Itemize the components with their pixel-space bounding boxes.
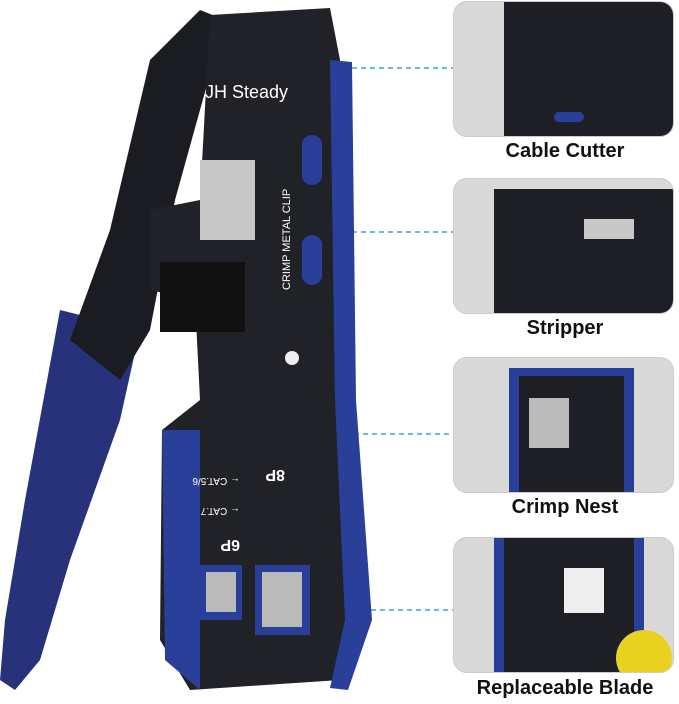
die-8p: 8P [265,466,285,483]
inset-cable-cutter [453,1,674,137]
callout-label-stripper: Stripper [526,317,604,339]
die-6p: 6P [220,536,240,553]
callout-label-cable-cutter: Cable Cutter [505,140,625,162]
clip-button-bottom [302,235,322,285]
slot-text: CRIMP METAL CLIP [281,189,293,290]
cat7-label: ← CAT.7 [200,505,240,516]
inset-stripper [453,178,674,314]
brand-logo: JH Steady [205,82,288,102]
cat56-label: ← CAT.5/6 [192,475,240,486]
cutter-blade [200,160,255,240]
callout-label-crimp-nest: Crimp Nest [511,496,619,518]
crimp-die [160,262,245,332]
clip-button-top [302,135,322,185]
blue-rim [330,60,372,690]
pivot [285,351,299,365]
callout-label-replaceable-blade: Replaceable Blade [476,677,654,699]
lower-handle [0,310,140,690]
inset-replaceable-blade [453,537,674,673]
inset-crimp-nest [453,357,674,493]
blue-base [162,430,200,690]
upper-handle [70,10,225,380]
